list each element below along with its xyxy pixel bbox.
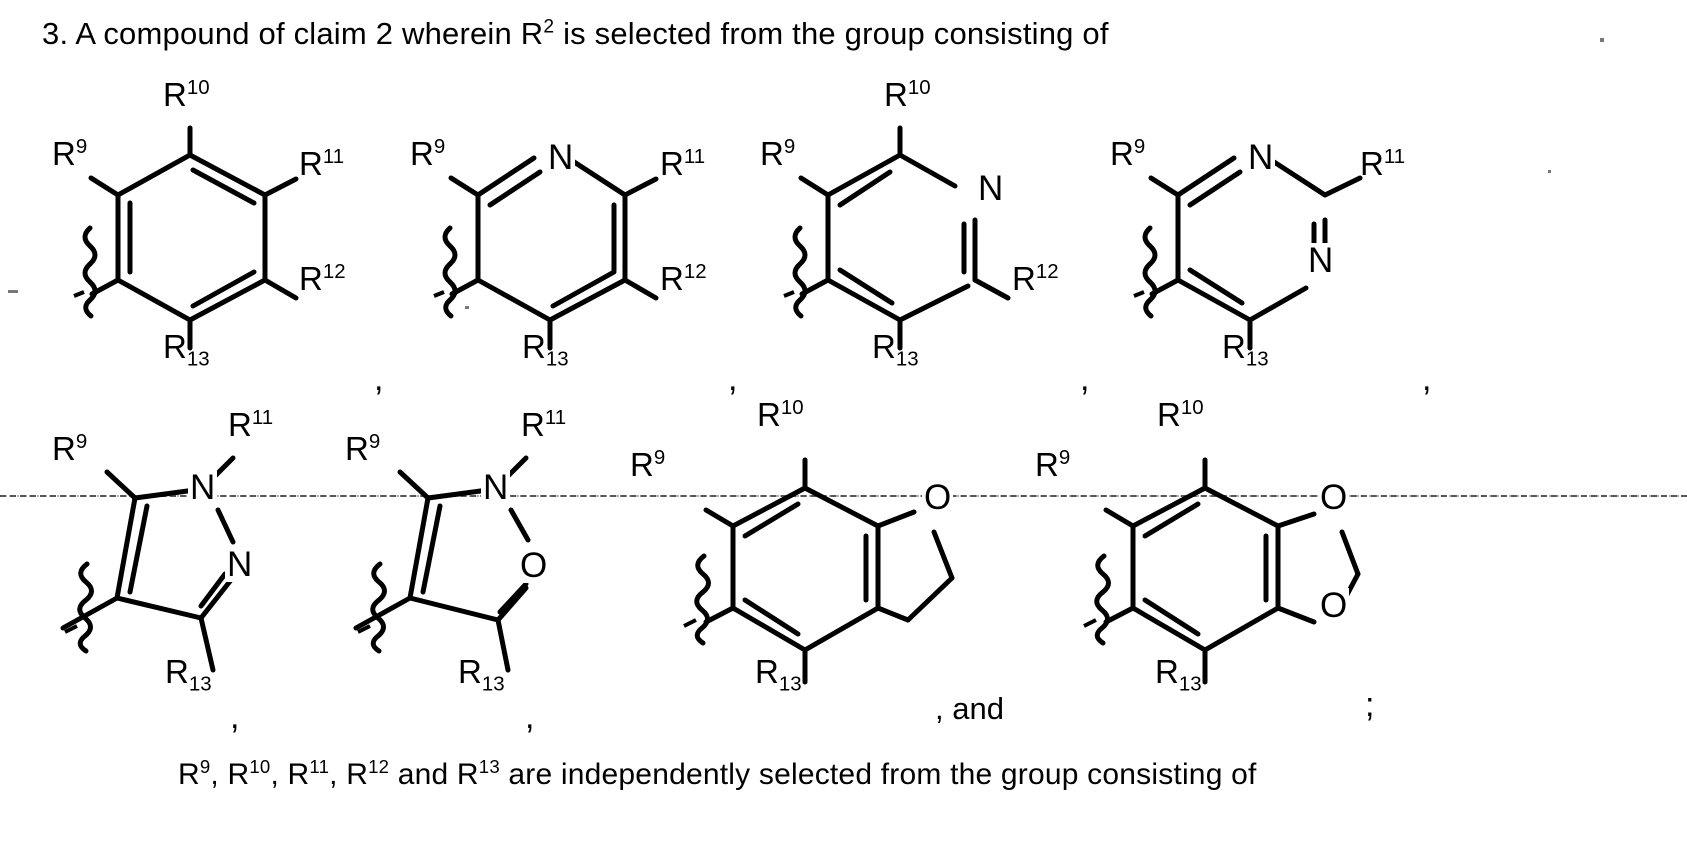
structure-7-label-R9: R9: [630, 446, 666, 483]
footer-R12: R12 and: [346, 756, 457, 791]
structure-6-label-R9: R9: [345, 430, 381, 467]
structure-3-label-R12: R12: [1012, 260, 1059, 297]
wavy-attachment-bond: [370, 561, 387, 654]
structure-6-atom-N: N: [481, 468, 511, 507]
structure-5-atom-N2: N: [225, 545, 255, 584]
structure-3-label-R10: R10: [884, 76, 931, 113]
structure-1-separator: ,: [374, 360, 384, 398]
structure-8-label-R13: R13: [1155, 653, 1202, 696]
structure-4-atom-N-bottom: N: [1306, 241, 1336, 280]
structure-7-atom-O: O: [922, 478, 954, 517]
footer-R9: R9,: [178, 756, 228, 791]
structure-5-label-R11: R11: [228, 406, 274, 443]
structure-1-label-R11: R11: [299, 145, 345, 182]
wavy-attachment-bond: [1142, 225, 1158, 319]
scan-hairline-artifact-secondary: [0, 495, 1687, 497]
structure-5-atom-N1: N: [188, 468, 218, 507]
structure-1-label-R13: R13: [163, 328, 210, 371]
structure-6-isoxazolone: [348, 455, 628, 700]
wavy-attachment-bond: [694, 553, 711, 646]
structure-2-pyridine: [420, 120, 720, 360]
wavy-attachment-bond: [82, 225, 98, 319]
structure-1-label-R12: R12: [299, 260, 346, 297]
structure-8-label-R9: R9: [1035, 446, 1071, 483]
structure-6-label-R11: R11: [521, 406, 567, 443]
scan-speck: [465, 306, 469, 309]
footer-tail: are independently selected from the grou…: [499, 758, 1257, 791]
structure-1-benzene: [60, 120, 360, 360]
structure-2-label-R9: R9: [410, 135, 446, 172]
structure-7-label-R13: R13: [755, 653, 802, 696]
claim-footer-text: R9, R10, R11, R12 and R13 are independen…: [178, 756, 1257, 792]
structure-6-atom-O: O: [518, 546, 550, 585]
structure-7-label-R10: R10: [757, 396, 804, 433]
claim-header-suffix: is selected from the group consisting of: [554, 16, 1109, 51]
wavy-attachment-bond: [77, 561, 94, 654]
claim-header-superscript: 2: [543, 16, 555, 38]
claim-header-text: 3. A compound of claim 2 wherein R2 is s…: [42, 16, 1109, 52]
structure-8-atom-O-bottom: O: [1318, 586, 1350, 625]
structure-2-label-R12: R12: [660, 260, 707, 297]
structure-1-label-R9: R9: [52, 135, 88, 172]
structure-4-label-R11: R11: [1360, 145, 1406, 182]
wavy-attachment-bond: [1094, 553, 1111, 646]
footer-R11: R11,: [287, 756, 347, 791]
structure-8-atom-O-top: O: [1318, 478, 1350, 517]
structure-2-atom-N: N: [546, 138, 576, 177]
structure-8-separator: ;: [1365, 686, 1375, 724]
structure-7-dihydrobenzofuran: [683, 457, 1020, 700]
scan-hairline-artifact: [0, 495, 1687, 497]
structure-2-label-R11: R11: [660, 145, 706, 182]
wavy-attachment-bond: [792, 225, 808, 319]
structure-4-separator: ,: [1422, 360, 1432, 398]
structure-6-label-R13: R13: [458, 653, 505, 696]
wavy-attachment-bond: [442, 225, 458, 319]
structure-4-label-R13: R13: [1222, 328, 1269, 371]
structure-6-separator: ,: [525, 698, 535, 736]
structure-4-label-R9: R9: [1110, 135, 1146, 172]
structure-4-pyrimidine: [1120, 120, 1440, 360]
claim-header-prefix: 3. A compound of claim 2 wherein R: [42, 16, 544, 51]
structure-4-atom-N-top: N: [1246, 138, 1276, 177]
footer-R13: R13: [456, 756, 500, 791]
scan-speck: [1548, 170, 1551, 173]
structure-3-pyridine: [770, 120, 1070, 360]
structure-2-separator: ,: [728, 360, 738, 398]
structure-2-label-R13: R13: [522, 328, 569, 371]
structure-5-label-R9: R9: [52, 430, 88, 467]
structure-5-separator: ,: [230, 698, 240, 736]
structure-8-benzodioxole: [1083, 457, 1420, 700]
structure-3-label-R13: R13: [872, 328, 919, 371]
structure-5-pyrazole: [55, 455, 335, 700]
structure-3-separator: ,: [1080, 360, 1090, 398]
structure-1-label-R10: R10: [163, 76, 210, 113]
structure-5-label-R13: R13: [165, 653, 212, 696]
structure-8-label-R10: R10: [1157, 396, 1204, 433]
structure-7-separator: , and: [935, 691, 1004, 726]
structure-3-atom-N: N: [976, 169, 1006, 208]
scan-speck: [8, 290, 18, 293]
scan-speck: [1600, 38, 1604, 42]
footer-R10: R10,: [227, 756, 288, 791]
structure-3-label-R9: R9: [760, 135, 796, 172]
